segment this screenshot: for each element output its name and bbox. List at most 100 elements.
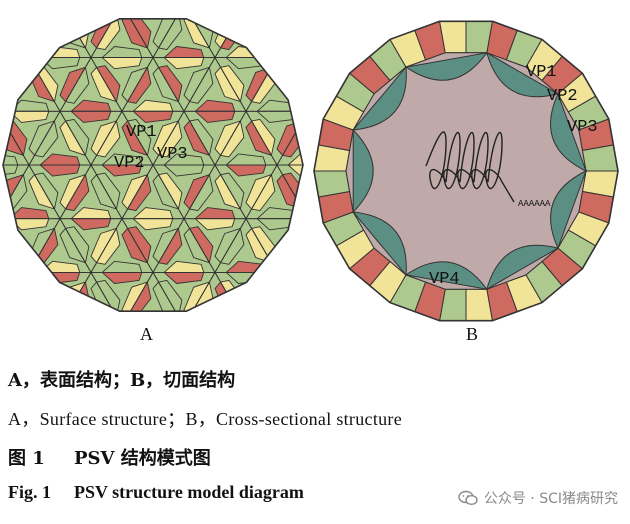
tile-outline [308,0,370,4]
surface-tile [251,281,276,312]
surface-tile [195,0,235,4]
surface-tile [59,18,86,49]
tile-outline [122,0,184,4]
tile-outline [60,326,122,350]
tile-outline [3,271,61,312]
surface-tile [505,326,545,337]
tile-outline [277,326,339,350]
surface-tile [245,18,272,49]
surface-tile [308,282,333,316]
surface-tile [381,0,421,4]
surface-tile [3,260,19,273]
surface-tile [282,279,303,312]
surface-tile [28,18,55,49]
surface-tile [71,315,111,326]
tile-outline [339,326,401,350]
surface-tile [195,4,235,15]
surface-tile [314,12,337,48]
surface-tile [287,164,303,177]
surface-tile [345,14,368,50]
tile-outline [246,326,308,350]
protein-label-vp2: VP2 [114,154,145,173]
surface-tile [370,336,395,350]
tile-outline [245,271,303,312]
wechat-icon [458,490,478,506]
tile-outline [276,18,303,59]
surface-tile [3,57,19,70]
surface-tile [34,18,59,51]
tile-outline [60,0,122,4]
surface-tile [339,282,364,316]
surface-tile [71,0,111,4]
vp4-arc [352,211,407,277]
surface-tile [308,67,333,101]
surface-tile [66,334,89,350]
surface-tile [443,4,483,15]
surface-tile [29,336,54,350]
tile-outline [215,326,277,350]
surface-tile [257,326,297,337]
surface-tile [505,4,545,15]
figure-number-cn: 图 1 [8,448,45,469]
tile-outline [3,18,30,59]
surface-tile [3,281,24,312]
surface-tile [319,4,359,15]
surface-tile [282,18,303,51]
surface-tile [257,4,297,15]
tile-outline [277,0,339,4]
surface-tile [287,260,303,273]
tile-outline [276,271,303,312]
vp4-arc [485,244,560,291]
panel-label-b: B [466,324,478,344]
tile-outline [432,0,494,4]
tile-outline [432,326,494,350]
tile-outline [401,326,463,350]
tile-outline [184,0,246,4]
protein-label-vp1: VP1 [126,123,157,142]
tile-outline [401,0,463,4]
surface-tile [153,336,178,350]
tile-outline [0,0,29,4]
surface-tile [407,336,430,350]
surface-tile [3,18,24,49]
surface-tile [443,0,483,4]
surface-tile [60,336,85,350]
tile-outline [153,326,215,350]
surface-tile [9,4,49,15]
surface-tile [314,67,337,103]
surface-tile [319,315,359,326]
tile-outline [370,0,432,4]
figure-title-en: PSV structure model diagram [74,482,304,502]
tile-outline [494,326,556,350]
capsid-outline [2,17,304,313]
tile-outline [308,4,370,58]
tile-outline [308,272,370,326]
caption-english: A，Surface structure；B，Cross-sectional st… [8,409,402,429]
surface-tile [245,281,272,312]
surface-tile [35,336,58,350]
surface-tile [252,334,275,350]
surface-tile [0,336,23,350]
surface-tile [9,0,49,4]
tile-outline [339,0,401,4]
surface-tile [381,326,421,337]
surface-tile [3,271,19,284]
surface-tile [34,279,59,312]
surface-tile [376,334,399,350]
tile-outline [215,0,277,4]
surface-tile [97,336,120,350]
surface-tile [339,336,364,350]
tile-outline [3,271,30,312]
vp4-arc [485,51,560,98]
surface-tile [319,326,359,337]
vp4-arc [352,65,407,131]
tile-outline [246,0,308,4]
surface-tile [28,281,55,312]
surface-tile [4,334,27,350]
caption-chinese: A，表面结构；B，切面结构 [8,370,236,391]
vp4-arc [550,170,587,250]
surface-tile [500,334,523,350]
